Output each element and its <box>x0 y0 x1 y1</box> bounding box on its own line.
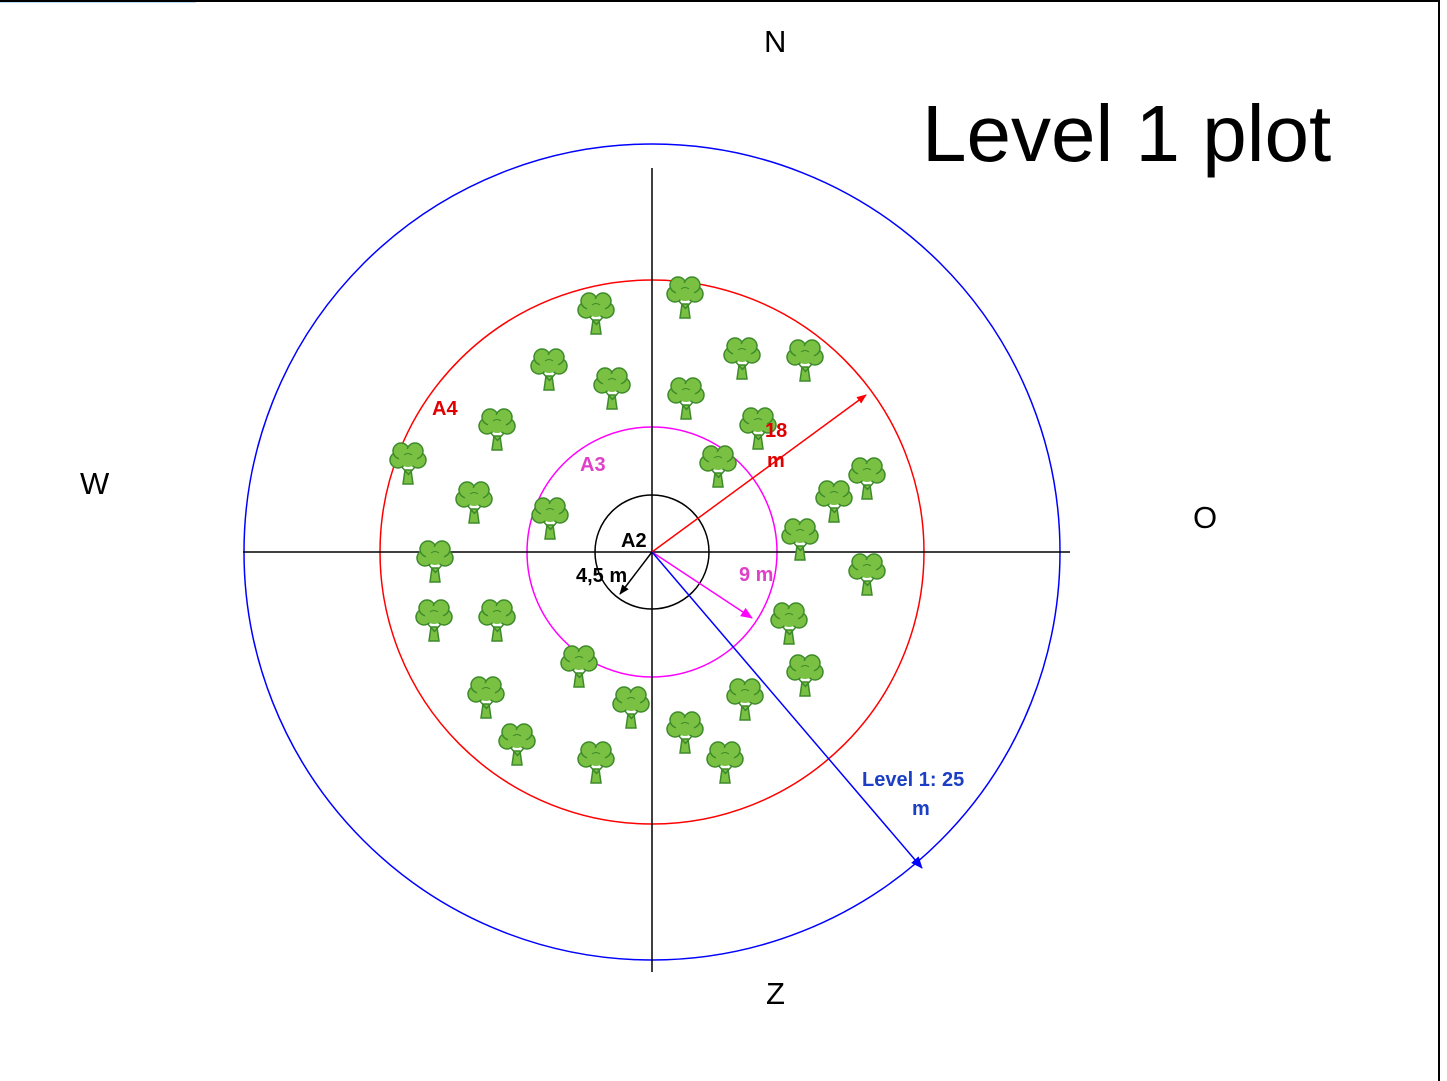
tree-icon <box>531 497 569 540</box>
a4-radius-label-line1: 18 <box>765 420 787 442</box>
tree-icon <box>786 339 824 382</box>
tree-icon <box>781 518 819 561</box>
compass-south: Z <box>766 976 785 1011</box>
tree-icon <box>699 445 737 488</box>
a4-radius-arrow <box>651 394 867 553</box>
tree-icon <box>498 723 536 766</box>
tree-icon <box>415 599 453 642</box>
level1-radius-arrow <box>651 551 923 869</box>
level1-radius-label-line1: Level 1: 25 <box>862 769 964 791</box>
tree-icon <box>723 337 761 380</box>
tree-icon <box>815 480 853 523</box>
tree-icon <box>455 481 493 524</box>
tree-icon <box>577 292 615 335</box>
tree-icon <box>593 367 631 410</box>
a3-radius-arrow <box>651 551 753 619</box>
tree-icon <box>666 276 704 319</box>
tree-icon <box>577 741 615 784</box>
tree-icon <box>530 348 568 391</box>
tree-icon <box>786 654 824 697</box>
a4-radius-label-line2: m <box>767 450 785 472</box>
diagram-title: Level 1 plot <box>922 89 1332 178</box>
tree-icon <box>560 645 598 688</box>
tree-icon <box>770 602 808 645</box>
compass-west: W <box>80 466 110 501</box>
tree-icon <box>389 442 427 485</box>
tree-icon <box>848 553 886 596</box>
tree-icon <box>478 599 516 642</box>
a2-radius-arrow <box>619 551 653 595</box>
tree-icon <box>478 408 516 451</box>
right-border <box>1438 0 1440 1081</box>
tree-icon <box>612 686 650 729</box>
tree-icon <box>416 540 454 583</box>
tree-icon <box>848 457 886 500</box>
compass-east: O <box>1193 500 1218 535</box>
tree-icon <box>667 377 705 420</box>
level1-radius-label-line2: m <box>912 798 930 820</box>
tree-icon <box>666 711 704 754</box>
tree-icon <box>726 678 764 721</box>
compass-north: N <box>764 24 787 59</box>
tree-icon <box>706 741 744 784</box>
a3-label: A3 <box>580 454 606 476</box>
a3-radius-label: 9 m <box>739 564 773 586</box>
a2-radius-label: 4,5 m <box>576 565 627 587</box>
a4-label: A4 <box>432 398 458 420</box>
top-border <box>0 0 1440 2</box>
a2-label: A2 <box>621 530 647 552</box>
tree-icon <box>467 676 505 719</box>
